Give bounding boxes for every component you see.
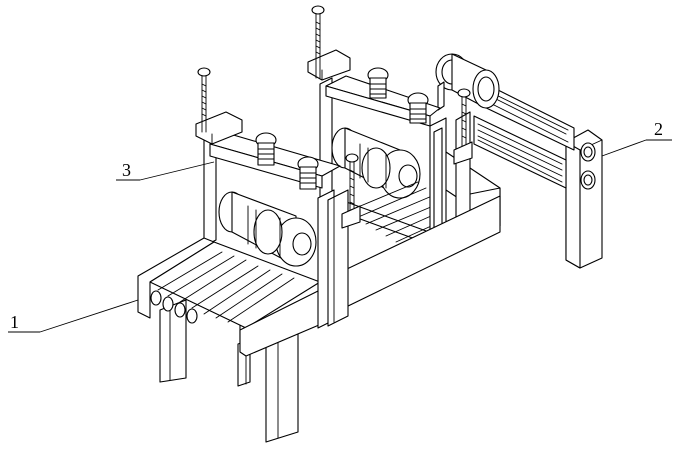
callout-3-label: 3 bbox=[122, 160, 131, 180]
front-spring-2 bbox=[297, 156, 319, 190]
callout-2: 2 bbox=[601, 119, 672, 157]
callout-1-label: 1 bbox=[10, 312, 19, 332]
rear-spring-2 bbox=[407, 92, 429, 124]
roller-assembly bbox=[435, 53, 603, 269]
front-mid-screw bbox=[341, 153, 361, 229]
lower-roller bbox=[473, 115, 567, 189]
callout-1: 1 bbox=[8, 299, 139, 333]
callout-3: 3 bbox=[116, 160, 215, 181]
rear-spring-1 bbox=[367, 67, 389, 99]
front-spring-1 bbox=[255, 132, 277, 166]
rear-rotary-head bbox=[331, 127, 421, 199]
front-rotary-head bbox=[218, 191, 317, 267]
callout-2-label: 2 bbox=[654, 119, 663, 139]
front-upright-right bbox=[317, 189, 349, 329]
rear-mid-screw bbox=[453, 88, 473, 165]
rear-adjust-screw bbox=[311, 5, 325, 79]
leg-front-left bbox=[159, 299, 187, 383]
front-adjust-screw bbox=[197, 67, 211, 133]
leg-front-right bbox=[265, 329, 299, 443]
